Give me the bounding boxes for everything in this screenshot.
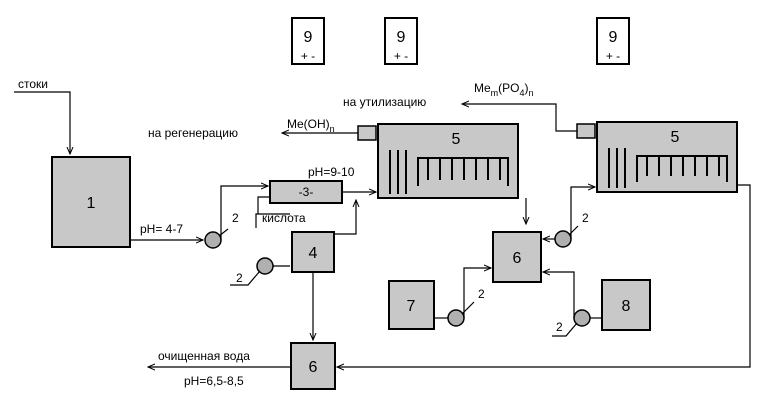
me-oh-label: Me(OH)n xyxy=(287,117,335,134)
inflow-label: стоки xyxy=(18,77,48,91)
ph-final-label: pH=6,5-8,5 xyxy=(184,374,244,388)
flow-6-to-5right xyxy=(570,187,595,239)
utilization-label: на утилизацию xyxy=(343,95,426,109)
sludge-outlet xyxy=(357,125,377,141)
pump-number: 2 xyxy=(582,211,589,225)
unit-6-bottom: 6 xyxy=(290,342,336,390)
unit-6-number: 6 xyxy=(309,359,318,376)
power-supply-9-left: 9 + - xyxy=(291,17,325,65)
unit-8-number: 8 xyxy=(622,298,631,315)
me-po-label: Mem(PO4)n xyxy=(474,81,534,98)
sludge-outlet xyxy=(576,123,596,139)
unit-1-tank: 1 xyxy=(51,156,131,248)
unit-1-number: 1 xyxy=(87,195,96,212)
pump-number: 2 xyxy=(232,211,239,225)
power-supply-number: 9 xyxy=(304,29,313,46)
power-supply-number: 9 xyxy=(397,29,406,46)
power-supply-number: 9 xyxy=(609,29,618,46)
unit-6-mid: 6 xyxy=(492,231,542,283)
flow-pump-to-3 xyxy=(220,186,268,240)
unit-5-number: 5 xyxy=(671,129,680,146)
pump-2-e: 2 xyxy=(552,309,591,337)
electrode-plates xyxy=(608,148,626,188)
pump-number: 2 xyxy=(478,287,485,301)
electrode-plates xyxy=(389,150,407,194)
sludge-to-utilization xyxy=(462,104,577,132)
unit-7-number: 7 xyxy=(407,298,416,315)
pump-2-d: 2 xyxy=(447,287,485,327)
unit-8-tank: 8 xyxy=(601,279,651,331)
flow-pump-to-6-mid xyxy=(463,268,491,318)
return-line xyxy=(337,184,751,367)
clean-water-label: очищенная вода xyxy=(158,349,250,363)
electrolyzer-5-left: 5 xyxy=(357,123,519,199)
acid-label: кислота xyxy=(262,211,306,225)
polarity-label: + - xyxy=(301,49,315,63)
pump-number: 2 xyxy=(236,271,243,285)
acid-line-a xyxy=(255,213,290,228)
regeneration-label: на регенерацию xyxy=(148,126,238,140)
unit-5-number: 5 xyxy=(452,131,461,148)
pump-2-b: 2 xyxy=(230,257,274,286)
ph-9-10-label: pH=9-10 xyxy=(308,165,355,179)
flow-3-branch xyxy=(257,196,270,214)
ph-4-7-label: pH= 4-7 xyxy=(140,222,183,236)
unit-4-number: 4 xyxy=(309,245,318,262)
unit-4-tank: 4 xyxy=(291,231,335,273)
unit-6-number: 6 xyxy=(513,250,522,267)
power-supply-9-right: 9 + - xyxy=(596,17,630,65)
polarity-label: + - xyxy=(606,49,620,63)
pump-2-c: 2 xyxy=(554,211,589,248)
power-supply-9-middle: 9 + - xyxy=(384,17,418,65)
polarity-label: + - xyxy=(394,49,408,63)
electrode-comb xyxy=(636,155,728,182)
pump-2-a: 2 xyxy=(204,211,239,249)
unit-3-label: -3- xyxy=(299,185,314,199)
flow-pump-to-6-right xyxy=(543,272,575,318)
pump-number: 2 xyxy=(556,320,563,334)
electrode-comb xyxy=(417,157,509,186)
electrolyzer-5-right: 5 xyxy=(576,121,738,193)
unit-7-tank: 7 xyxy=(388,280,435,330)
unit-3-mixer: -3- xyxy=(269,180,343,204)
inflow-arrow xyxy=(14,91,70,154)
